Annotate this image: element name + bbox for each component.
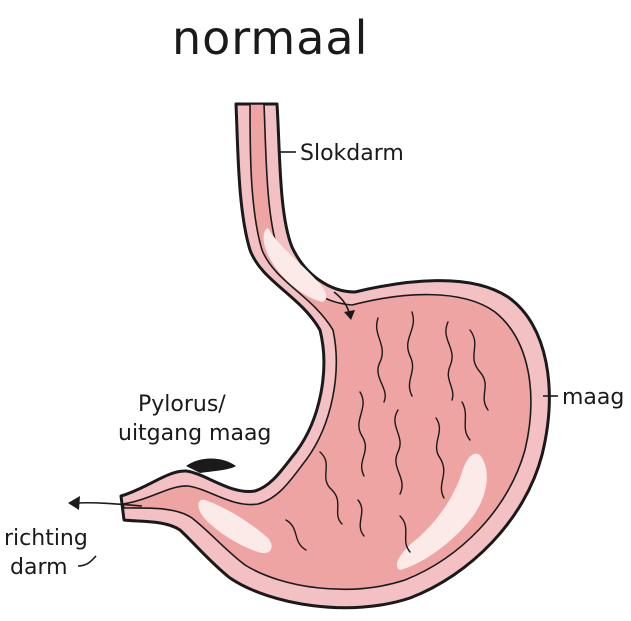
label-maag: maag: [562, 385, 624, 410]
label-direction-line2: darm: [10, 555, 68, 580]
label-slokdarm: Slokdarm: [300, 141, 404, 166]
label-pylorus-line2: uitgang maag: [118, 421, 271, 446]
diagram-title: normaal: [172, 11, 368, 65]
leader-darm: [78, 556, 96, 566]
direction-arrow-head: [68, 496, 80, 510]
pylorus-sphincter: [186, 459, 236, 474]
label-direction-line1: richting: [4, 526, 88, 551]
label-pylorus-line1: Pylorus/: [138, 392, 226, 417]
